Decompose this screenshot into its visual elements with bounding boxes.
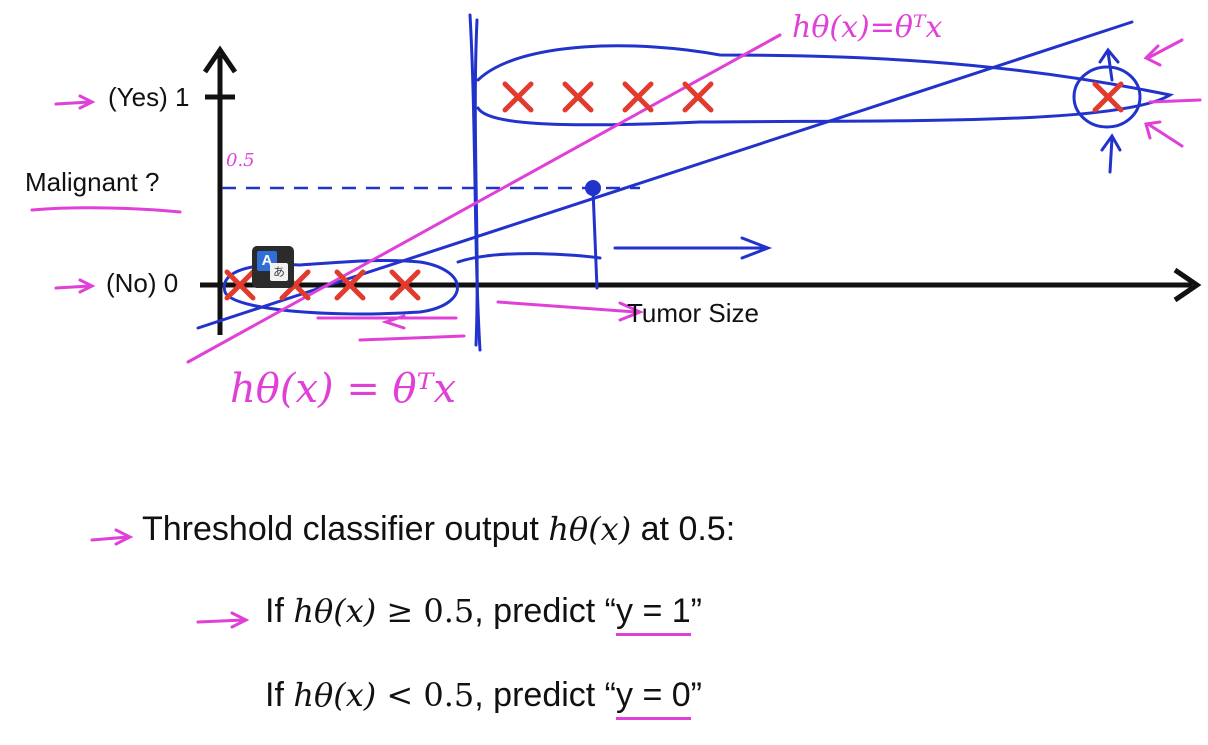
data-points [224,81,1124,301]
blue-annotations [196,13,1175,352]
predict-one-line: If hθ(x) ≥ 0.5, predict “y = 1” [265,592,702,636]
pink-annotations [30,33,1202,629]
predict-zero-line: If hθ(x) < 0.5, predict “y = 0” [265,676,702,720]
y-axis-label: Malignant ? [25,167,160,197]
hypothesis-annotation-top: hθ(x)=θᵀx [792,10,943,45]
data-point-x-marker [562,81,594,113]
y-tick-no-label: (No) 0 [106,268,179,298]
y-tick-yes-label: (Yes) 1 [108,82,190,112]
data-point-x-marker [682,81,714,113]
axes [200,45,1202,335]
data-point-x-marker [622,81,654,113]
translate-icon[interactable]: A あ [252,246,294,288]
threshold-annotation: 0.5 [226,150,255,171]
data-point-x-marker [502,81,534,113]
y-equals-zero: y = 0 [616,676,691,720]
data-point-x-marker [389,269,421,301]
hypothesis-annotation-bottom: hθ(x) = θᵀx [230,366,456,412]
x-axis-label: Tumor Size [627,298,759,328]
y-equals-one: y = 1 [616,592,691,636]
threshold-point [585,180,601,196]
threshold-rule-line: Threshold classifier output hθ(x) at 0.5… [142,510,736,548]
data-point-x-marker [334,269,366,301]
data-point-x-marker [224,269,256,301]
data-point-x-marker [1092,81,1124,113]
